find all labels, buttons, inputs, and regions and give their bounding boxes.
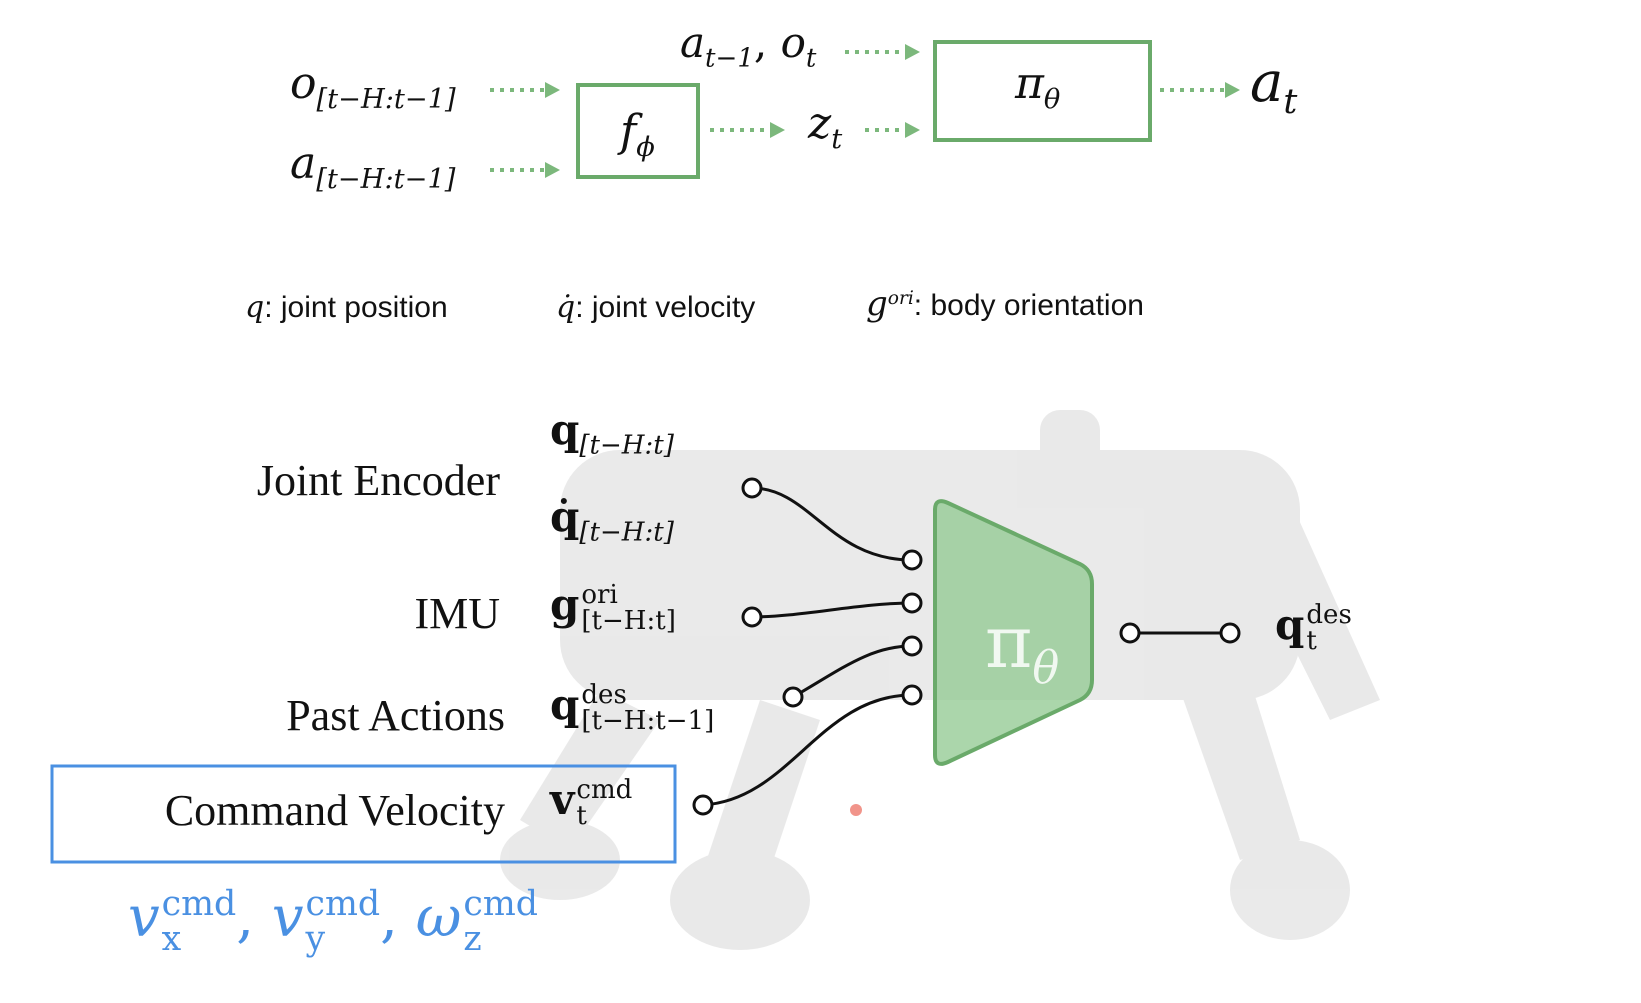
port-qdes [782, 686, 804, 708]
input-wires [702, 486, 1230, 807]
ports [692, 477, 1241, 816]
port-out-left [1119, 622, 1141, 644]
legend-qdot: q̇: joint velocity [556, 290, 756, 325]
label-joint-encoder: Joint Encoder [256, 456, 500, 505]
port-qdot [741, 477, 763, 499]
policy-net-label: πθ [985, 600, 1060, 694]
cursor-dot [850, 804, 862, 816]
label-past-actions: Past Actions [286, 691, 505, 740]
output-action: at [1250, 50, 1298, 123]
encoder-box [576, 83, 700, 179]
label-imu: IMU [414, 589, 500, 638]
top-arrowheads [545, 44, 1240, 178]
port-v [692, 794, 714, 816]
command-velocity-highlight [50, 764, 677, 864]
latent-z: zt [808, 98, 843, 155]
port-g [741, 606, 763, 628]
policy-box [933, 40, 1152, 142]
policy-network-shape [933, 499, 1094, 766]
symbol-q-history: q[t−H:t] [550, 405, 674, 461]
label-command-velocity: Command Velocity [164, 786, 505, 835]
top-arrows [490, 50, 1225, 172]
prev-action-obs: at−1, ot [680, 18, 817, 74]
port-out-right [1219, 622, 1241, 644]
encoder-label: fϕ [620, 106, 655, 163]
legend-q: q: joint position [245, 290, 448, 325]
a-history: a[t−H:t−1] [290, 138, 456, 195]
symbol-qdot-history: q̇[t−H:t] [550, 492, 674, 548]
legend-g: gori: body orientation [866, 284, 1144, 324]
robot-silhouette [500, 410, 1380, 950]
o-history: o[t−H:t−1] [290, 58, 456, 115]
policy-label: πθ [1015, 58, 1061, 115]
